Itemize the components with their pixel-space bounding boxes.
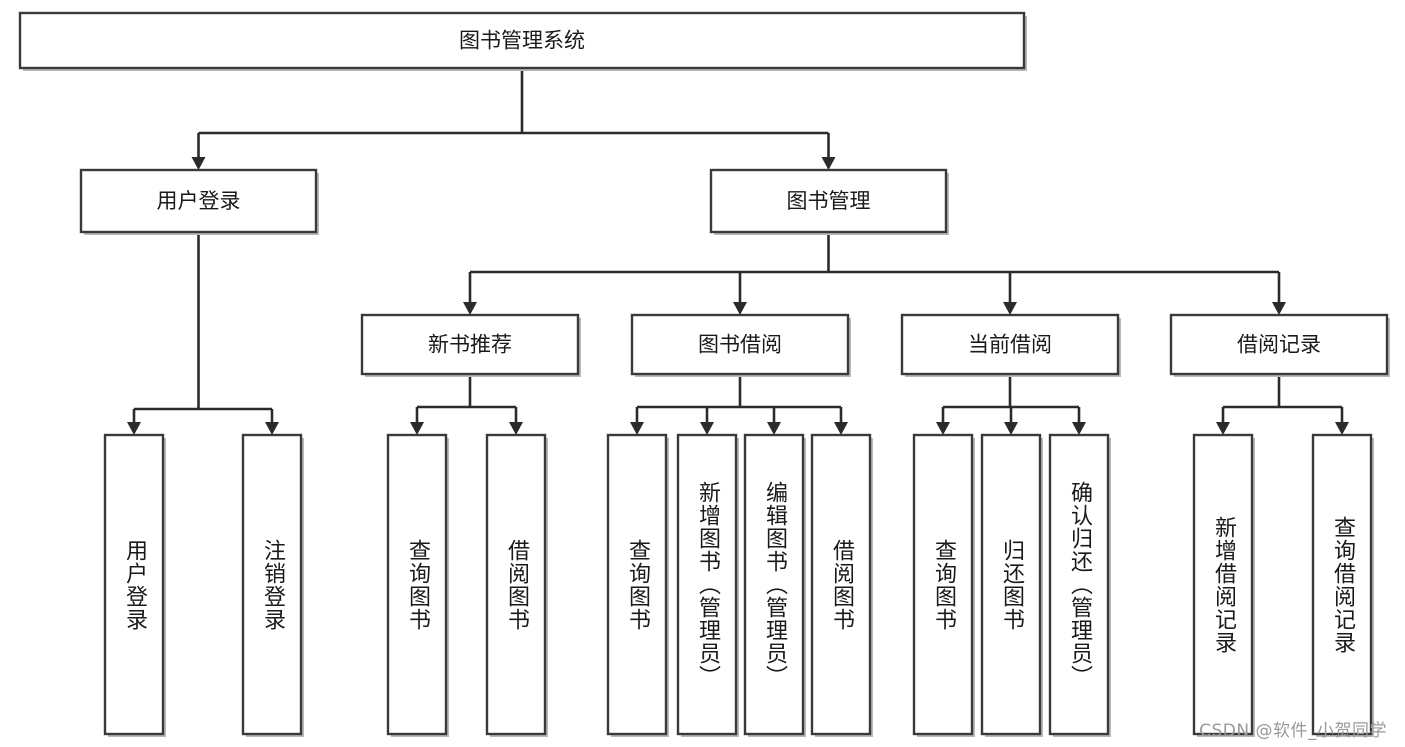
edge-arrowhead — [127, 422, 141, 435]
boxes-layer — [18, 11, 1390, 737]
leaf-node-box[interactable] — [1192, 433, 1254, 736]
leaf-node-box[interactable] — [386, 433, 448, 736]
edge-arrowhead — [265, 422, 279, 435]
edge-arrowhead — [1072, 422, 1086, 435]
leaf-node-box[interactable] — [241, 433, 303, 736]
leaf-node-box[interactable] — [1311, 433, 1373, 736]
leaf-node-box[interactable] — [1048, 433, 1110, 736]
edge-arrowhead — [1004, 422, 1018, 435]
root-node-box[interactable] — [18, 11, 1026, 70]
edge-arrowhead — [1272, 302, 1286, 315]
edge-arrowhead — [767, 422, 781, 435]
edge-arrowhead — [1003, 302, 1017, 315]
leaf-node-box[interactable] — [103, 433, 165, 736]
edge-arrowhead — [936, 422, 950, 435]
level2-node-label: 新书推荐 — [428, 333, 512, 357]
edge-arrowhead — [1335, 422, 1349, 435]
level2-node-label: 图书借阅 — [698, 333, 782, 357]
edge-arrowhead — [509, 422, 523, 435]
level2-node-label: 借阅记录 — [1237, 333, 1321, 357]
level1-node-box[interactable] — [79, 168, 318, 234]
leaf-node-box[interactable] — [606, 433, 668, 736]
edge-arrowhead — [410, 422, 424, 435]
edge-arrowhead — [834, 422, 848, 435]
level2-node-box[interactable] — [1169, 313, 1389, 376]
leaf-node-box[interactable] — [743, 433, 805, 736]
connectors-layer — [127, 68, 1349, 435]
edge-arrowhead — [630, 422, 644, 435]
level1-node-label: 图书管理 — [787, 189, 871, 213]
leaf-node-box[interactable] — [980, 433, 1042, 736]
level1-node-label: 用户登录 — [157, 189, 241, 213]
root-node-label: 图书管理系统 — [459, 29, 585, 53]
level2-node-box[interactable] — [900, 313, 1120, 376]
leaf-node-box[interactable] — [810, 433, 872, 736]
leaf-node-box[interactable] — [676, 433, 738, 736]
edge-arrowhead — [1216, 422, 1230, 435]
level2-node-box[interactable] — [360, 313, 580, 376]
edge-arrowhead — [733, 302, 747, 315]
leaf-node-box[interactable] — [485, 433, 547, 736]
level1-node-box[interactable] — [709, 168, 948, 234]
leaf-node-box[interactable] — [912, 433, 974, 736]
watermark: CSDN @软件_小贺同学 — [1199, 721, 1387, 741]
level2-node-box[interactable] — [630, 313, 850, 376]
edge-arrowhead — [821, 157, 836, 170]
edge-arrowhead — [700, 422, 714, 435]
level2-node-label: 当前借阅 — [968, 333, 1052, 357]
edge-arrowhead — [463, 302, 477, 315]
edge-arrowhead — [191, 157, 206, 170]
